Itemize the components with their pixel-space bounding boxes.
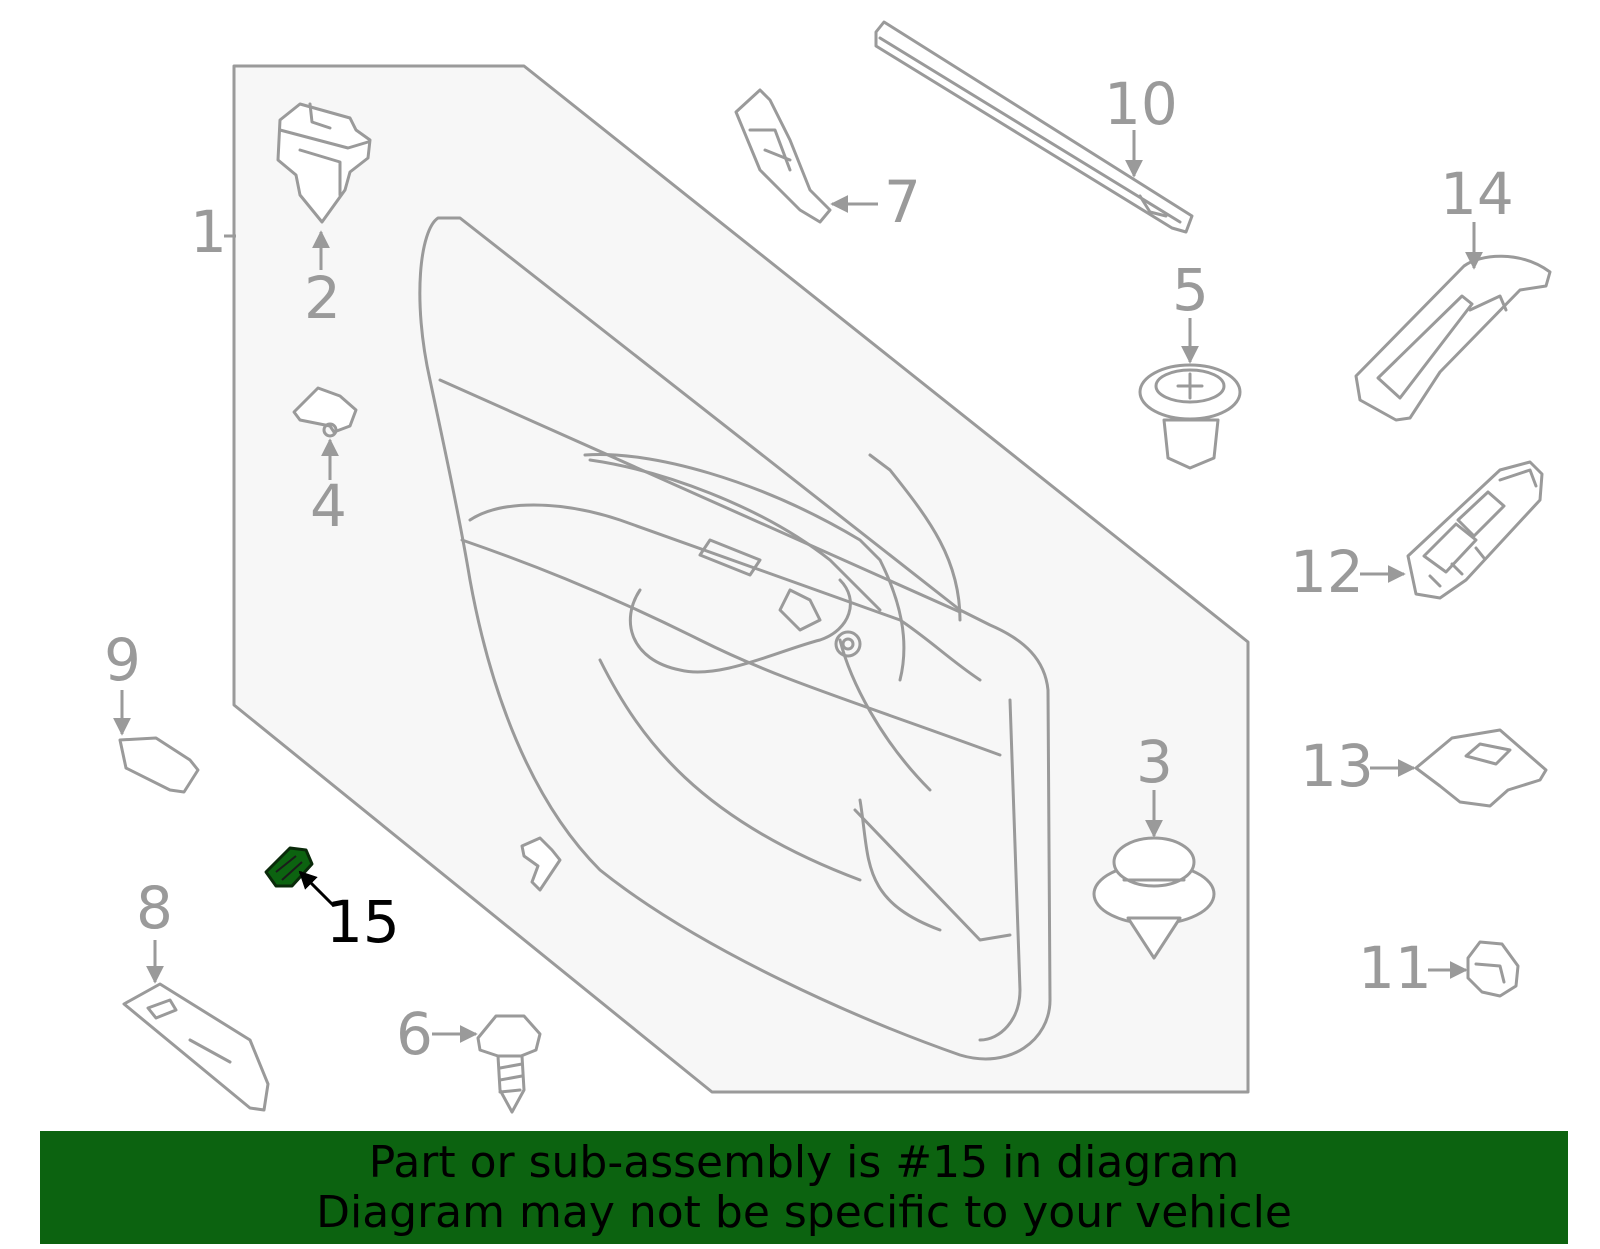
part-2-clip <box>276 102 372 224</box>
callout-14: 14 <box>1440 160 1514 228</box>
part-11-switch <box>1466 940 1520 998</box>
callout-7: 7 <box>884 168 921 236</box>
callout-11: 11 <box>1358 934 1432 1002</box>
door-trim-panel <box>418 216 1052 1061</box>
part-12-power-window-switch <box>1406 460 1544 600</box>
part-8-trim-piece <box>122 982 270 1112</box>
part-7-bracket <box>734 88 832 224</box>
panel-bracket <box>520 836 562 892</box>
banner-line-2: Diagram may not be specific to your vehi… <box>316 1186 1292 1238</box>
callout-2: 2 <box>304 264 341 332</box>
callout-1: 1 <box>190 198 227 266</box>
callout-3: 3 <box>1136 728 1173 796</box>
part-4-clip <box>292 386 358 438</box>
part-10-weatherstrip <box>874 20 1194 234</box>
part-13-switch-bezel <box>1414 728 1548 808</box>
info-banner: Part or sub-assembly is #15 in diagram D… <box>40 1131 1568 1244</box>
callout-9: 9 <box>104 626 141 694</box>
callout-10: 10 <box>1104 70 1178 138</box>
callout-15: 15 <box>326 888 400 956</box>
part-15-highlighted <box>264 846 314 888</box>
part-14-bezel <box>1354 254 1552 422</box>
callout-8: 8 <box>136 874 173 942</box>
callout-4: 4 <box>310 472 347 540</box>
part-9-cover <box>118 736 200 794</box>
banner-line-1: Part or sub-assembly is #15 in diagram <box>368 1136 1240 1188</box>
callout-12: 12 <box>1290 538 1364 606</box>
callout-13: 13 <box>1300 732 1374 800</box>
callout-6: 6 <box>396 1000 433 1068</box>
part-3-clip <box>1092 836 1216 960</box>
part-6-screw <box>476 1014 542 1114</box>
callout-5: 5 <box>1172 256 1209 324</box>
door-trim-assembly-panel <box>232 64 1250 1094</box>
part-5-clip <box>1138 363 1242 470</box>
leader-15 <box>298 870 336 908</box>
